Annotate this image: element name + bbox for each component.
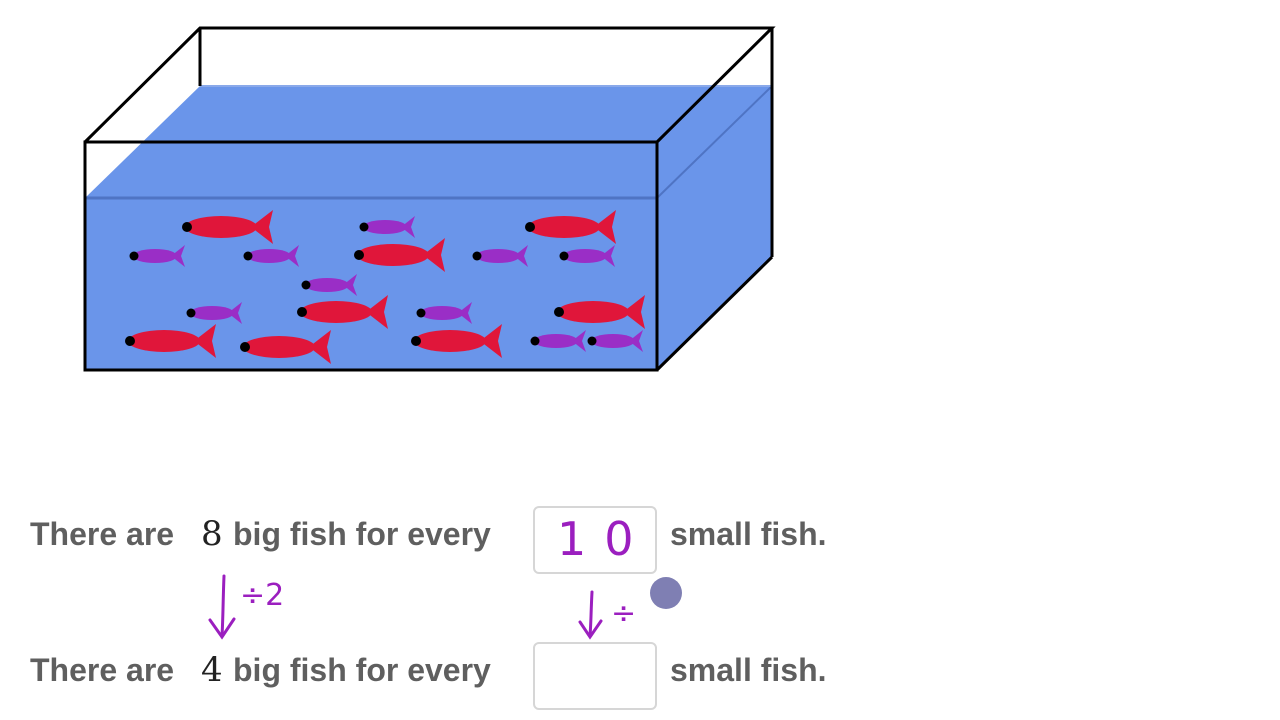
sentence-middle-text: big fish for every [233,516,491,552]
big-fish [240,330,331,364]
sentence-prefix: There are [30,516,175,552]
sentence-middle-2: big fish for every [233,652,491,689]
big-fish [297,295,388,329]
left-divide-label: ÷2 [240,578,285,613]
sentence-suffix-text-2: small fish. [670,652,827,688]
small-fish [301,274,357,296]
ratio-sentence-1: There are [30,516,174,553]
small-fish-answer-box-2[interactable] [533,642,657,710]
small-fish [359,216,415,238]
ratio-sentence-2: There are [30,652,174,689]
answer-value: 10 [557,512,652,566]
big-fish [182,210,273,244]
water-side [657,86,772,370]
sentence-middle-text-2: big fish for every [233,652,491,688]
right-divide-label: ÷ [611,596,637,631]
tank-outline [83,26,776,372]
big-fish [125,324,216,358]
big-fish-number: 8 [201,514,223,554]
sentence-suffix-text: small fish. [670,516,827,552]
right-divide-arrow [578,590,603,640]
small-fish [559,245,615,267]
water-surface-edge [656,85,773,199]
big-fish [354,238,445,272]
small-fish [129,245,185,267]
sentence-middle: big fish for every [233,516,491,553]
small-fish [416,302,472,324]
big-fish [411,324,502,358]
small-fish [530,330,586,352]
big-fish-number-2: 4 [201,650,223,690]
pen-cursor [650,577,682,609]
sentence-prefix-2: There are [30,652,175,688]
small-fish-answer-box[interactable]: 10 [533,506,657,574]
small-fish [587,330,643,352]
big-fish [525,210,616,244]
left-divide-arrow [208,574,236,640]
small-fish [243,245,299,267]
small-fish [472,245,528,267]
fish-group [125,210,645,364]
sentence-suffix-2: small fish. [670,652,827,689]
big-fish [554,295,645,329]
sentence-suffix: small fish. [670,516,827,553]
small-fish [186,302,242,324]
